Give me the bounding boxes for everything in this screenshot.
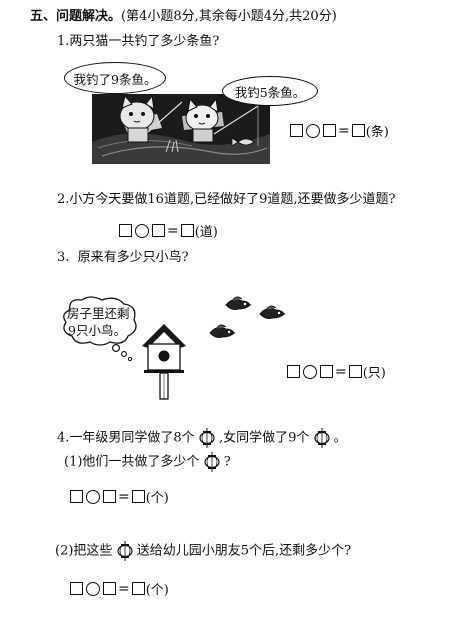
q4-text-a: 4.一年级男同学做了8个 (57, 430, 195, 446)
answer-box[interactable] (70, 490, 83, 503)
equals-sign: = (118, 580, 130, 597)
answer-box[interactable] (323, 124, 336, 137)
lantern-icon (199, 428, 215, 448)
answer-box[interactable] (103, 490, 116, 503)
operator-circle[interactable] (306, 123, 320, 138)
thought-bubble-shape (63, 296, 137, 362)
section-heading: 五、问题解决。 (30, 9, 122, 24)
fishing-cats-picture (92, 94, 270, 164)
q3-text: 3. 原来有多少只小鸟? (57, 250, 189, 265)
equals-sign: = (167, 222, 179, 239)
birdhouse-icon (138, 320, 190, 400)
q4-sub1-equation: = (个) (70, 487, 169, 506)
lantern-icon (313, 428, 330, 448)
equals-sign: = (338, 122, 350, 139)
answer-box[interactable] (131, 490, 145, 503)
lantern-icon (203, 452, 220, 472)
q4-sub1-unit: (个) (145, 491, 169, 506)
q4-sub1-b: ? (223, 454, 231, 470)
q1-bubble-left: 我钓了9条鱼。 (64, 62, 166, 94)
cat-icon-left (119, 94, 155, 143)
operator-circle[interactable] (135, 223, 149, 238)
answer-box[interactable] (351, 124, 365, 137)
cat-icon-right (185, 97, 219, 143)
operator-circle[interactable] (86, 581, 100, 596)
answer-box[interactable] (348, 365, 362, 378)
q4-sub2-b: 送给幼儿园小朋友5个后,还剩多少个? (136, 543, 352, 559)
q2-text: 2.小方今天要做16道题,已经做好了9道题,还要做多少道题? (57, 192, 396, 207)
q2-unit: (道) (194, 225, 218, 240)
q4-sub2-row: (2)把这些 送给幼儿园小朋友5个后,还剩多少个? (55, 541, 351, 561)
q1-equation: = (条) (290, 121, 389, 140)
q4-sub2-equation: = (个) (70, 579, 169, 598)
section-heading-row: 五、问题解决。(第4小题8分,其余每小题4分,共20分) (30, 9, 337, 25)
q2-equation: = (道) (119, 221, 218, 240)
bird-icon (208, 323, 236, 347)
q4-text-b: ,女同学做了9个 (218, 430, 310, 446)
q3-thought-bubble: 房子里还剩 9只小鸟。 (60, 296, 142, 362)
answer-box[interactable] (152, 224, 165, 237)
lantern-icon (116, 541, 133, 561)
q1-bubble-left-text: 我钓了9条鱼。 (73, 71, 157, 87)
bird-icon (224, 295, 252, 319)
answer-box[interactable] (131, 582, 145, 595)
answer-box[interactable] (70, 582, 83, 595)
q1-unit: (条) (365, 125, 389, 140)
q4-text-c: 。 (333, 430, 347, 446)
answer-box[interactable] (290, 124, 303, 137)
answer-box[interactable] (287, 365, 300, 378)
q3-bubble-line1: 房子里还剩 (67, 306, 130, 321)
q3-equation: = (只) (287, 362, 386, 381)
q4-sub1-a: (1)他们一共做了多少个 (64, 454, 200, 470)
answer-box[interactable] (320, 365, 333, 378)
q4-text-row: 4.一年级男同学做了8个 ,女同学做了9个 。 (57, 428, 347, 448)
q4-sub2-unit: (个) (145, 583, 169, 598)
q3-unit: (只) (362, 366, 386, 381)
operator-circle[interactable] (303, 364, 317, 379)
answer-box[interactable] (119, 224, 132, 237)
q4-sub1-row: (1)他们一共做了多少个 ? (64, 452, 231, 472)
q4-sub2-a: (2)把这些 (55, 543, 113, 559)
section-note: (第4小题8分,其余每小题4分,共20分) (121, 9, 337, 24)
q1-bubble-right: 我钓5条鱼。 (222, 76, 318, 106)
equals-sign: = (118, 488, 130, 505)
q1-bubble-right-text: 我钓5条鱼。 (234, 84, 306, 100)
q1-illustration (62, 56, 272, 166)
q3-bubble-line2: 9只小鸟。 (68, 323, 126, 338)
answer-box[interactable] (103, 582, 116, 595)
q1-text: 1.两只猫一共钓了多少条鱼? (57, 34, 220, 49)
bird-icon (258, 304, 286, 328)
answer-box[interactable] (180, 224, 194, 237)
equals-sign: = (335, 363, 347, 380)
operator-circle[interactable] (86, 489, 100, 504)
